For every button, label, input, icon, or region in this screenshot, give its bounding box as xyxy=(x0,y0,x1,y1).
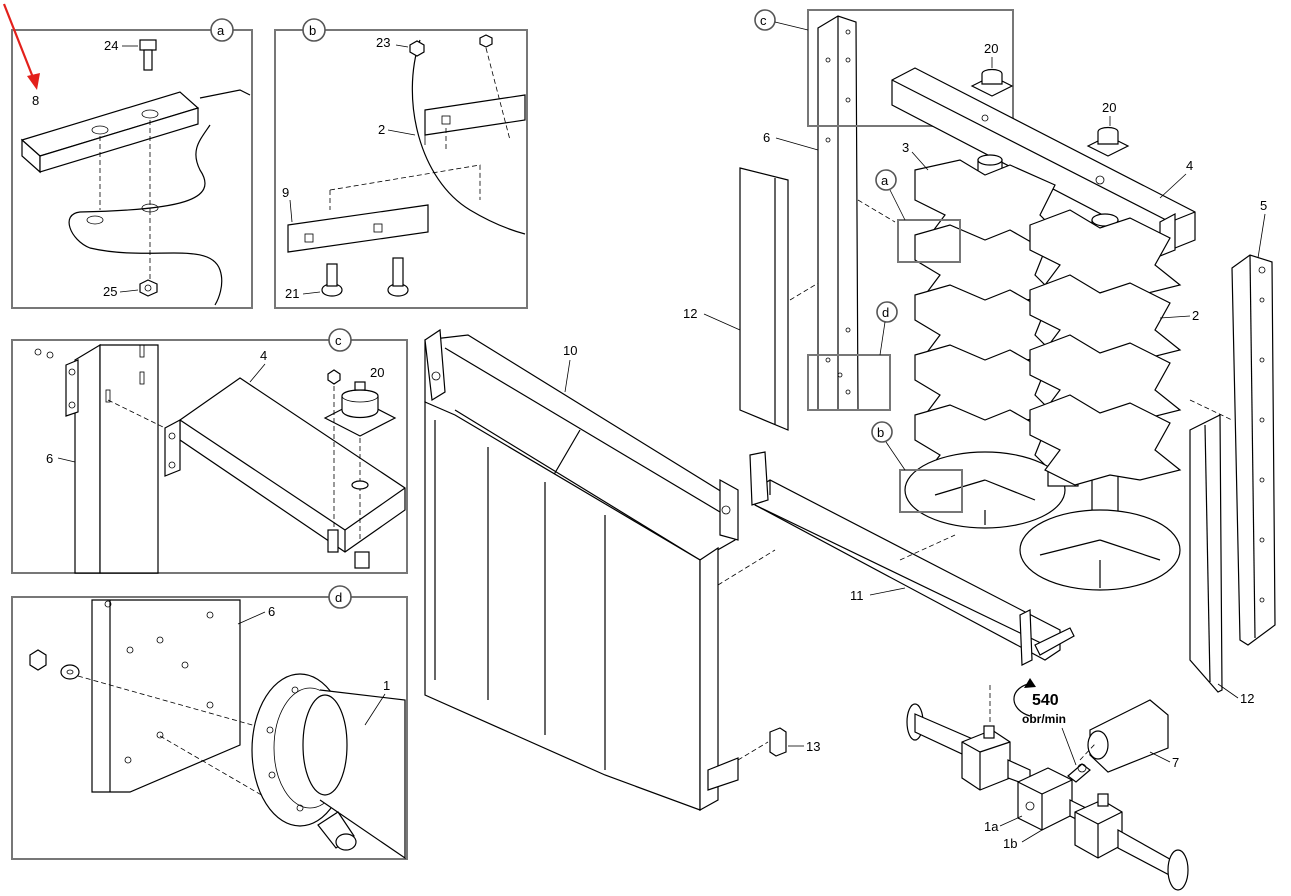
c-label-4: 4 xyxy=(260,348,267,363)
red-arrow-icon xyxy=(2,3,40,90)
side-post-5: 5 xyxy=(1189,198,1276,646)
detail-b-letter: b xyxy=(309,23,316,38)
cross-bar-11: 11 xyxy=(749,451,1075,666)
c-label-20: 20 xyxy=(370,365,384,380)
label-6: 6 xyxy=(763,130,770,145)
speed-unit: obr/min xyxy=(1022,712,1066,726)
gearbox-drive-assembly: 7 540 obr/min 1a 1b xyxy=(906,678,1189,891)
label-7: 7 xyxy=(1172,755,1179,770)
label-9: 9 xyxy=(282,185,289,200)
label-8: 8 xyxy=(32,93,39,108)
label-24: 24 xyxy=(104,38,118,53)
callout-a-letter: a xyxy=(881,173,889,188)
side-shield-12-left: 12 xyxy=(683,167,821,431)
label-4: 4 xyxy=(1186,158,1193,173)
c-label-6: 6 xyxy=(46,451,53,466)
label-20-b: 20 xyxy=(1102,100,1116,115)
rotor-assembly-2: 3 2 a b xyxy=(871,140,1199,591)
label-5: 5 xyxy=(1260,198,1267,213)
label-23: 23 xyxy=(376,35,390,50)
label-2: 2 xyxy=(378,122,385,137)
label-25: 25 xyxy=(103,284,117,299)
label-1a: 1a xyxy=(984,819,999,834)
detail-a-letter: a xyxy=(217,23,225,38)
callout-d-letter: d xyxy=(882,305,889,320)
d-label-6: 6 xyxy=(268,604,275,619)
cover-frame-10: 10 xyxy=(424,328,776,812)
label-13: 13 xyxy=(806,739,820,754)
label-20-a: 20 xyxy=(984,41,998,56)
detail-d-letter: d xyxy=(335,590,342,605)
callout-b-letter: b xyxy=(877,425,884,440)
callout-c-letter: c xyxy=(760,13,767,28)
side-shield-12-right: 12 xyxy=(1189,414,1254,706)
detail-d-panel: d 6 1 xyxy=(11,585,408,860)
speed-value: 540 xyxy=(1032,692,1059,709)
label-10: 10 xyxy=(563,343,577,358)
top-beam-4: 20 20 4 xyxy=(891,41,1196,257)
label-12-right: 12 xyxy=(1240,691,1254,706)
d-label-1: 1 xyxy=(383,678,390,693)
detail-b-panel: b 23 2 9 21 xyxy=(274,18,528,309)
label-3: 3 xyxy=(902,140,909,155)
label-2: 2 xyxy=(1192,308,1199,323)
label-11: 11 xyxy=(850,588,864,603)
label-1b: 1b xyxy=(1003,836,1017,851)
part-13: 13 xyxy=(769,727,820,757)
detail-c-letter: c xyxy=(335,333,342,348)
detail-a-panel: a 24 8 25 xyxy=(11,18,253,309)
label-21: 21 xyxy=(285,286,299,301)
label-12-left: 12 xyxy=(683,306,697,321)
detail-c-panel: c 6 4 20 xyxy=(11,328,408,574)
upright-post-6: 6 c d xyxy=(754,9,1014,411)
